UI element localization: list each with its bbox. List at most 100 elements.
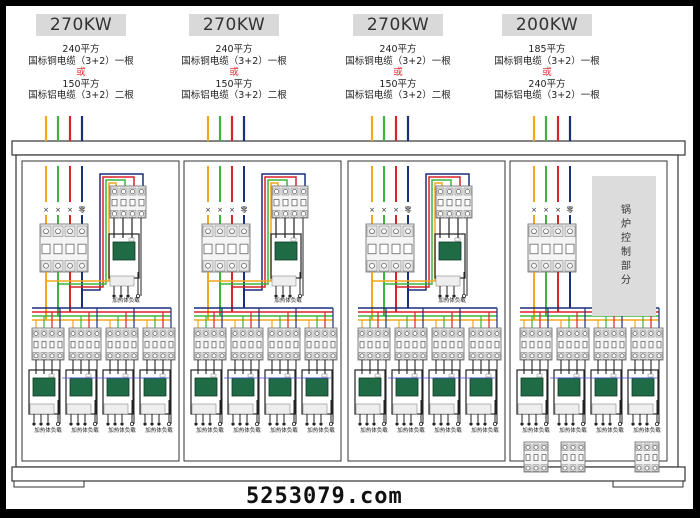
phase-mark: 零 (405, 206, 412, 214)
breaker-lever (203, 243, 213, 255)
contactor-display (631, 377, 655, 397)
breaker-lever (131, 341, 137, 349)
screw-icon (632, 331, 638, 336)
breaker-lever (57, 341, 63, 349)
breaker-lever (565, 243, 575, 255)
screw-icon (449, 331, 455, 336)
breaker-lever (383, 341, 389, 349)
breaker-lever (120, 199, 127, 207)
contactor-display (438, 241, 462, 261)
terminal-dot (201, 422, 205, 426)
screw-icon (314, 331, 320, 336)
contactor-display (395, 377, 419, 397)
screw-icon (494, 353, 500, 359)
breaker-lever (219, 341, 225, 349)
contactor-display (32, 377, 56, 397)
terminal-dot (564, 422, 568, 426)
screw-icon (437, 211, 444, 217)
breaker-lever (107, 341, 113, 349)
indicator (610, 373, 617, 378)
indicator (454, 237, 461, 242)
phase-mark: × (393, 206, 399, 214)
contactor-display (594, 377, 618, 397)
breaker-lever (359, 341, 365, 349)
terminal-dot (238, 422, 242, 426)
screw-icon (322, 353, 328, 359)
screw-icon (555, 263, 561, 269)
terminal-dot (381, 421, 386, 426)
screw-icon (123, 331, 129, 336)
or-label: 或 (393, 67, 403, 78)
screw-icon (269, 331, 275, 336)
contactor-display (432, 377, 456, 397)
control-wire (57, 179, 126, 285)
screw-icon (94, 353, 100, 359)
screw-icon (78, 353, 84, 359)
breaker-lever (603, 341, 609, 349)
load-terminal-block (271, 275, 297, 287)
breaker-lever (470, 341, 476, 349)
terminal-dot (135, 293, 140, 298)
feed-column-2: 270KW 240平方 国标铜电缆（3+2）一根 或 150平方 国标铝电缆（3… (154, 14, 314, 102)
load-label: 加热体负载 (34, 428, 62, 434)
screw-icon (41, 353, 47, 359)
breaker-lever (215, 243, 225, 255)
screw-icon (531, 263, 537, 269)
cable-size-2: 150平方 (215, 78, 253, 90)
terminal-dot (245, 422, 249, 426)
breaker-lever (152, 341, 158, 349)
breaker-lever (240, 341, 246, 349)
indicator (411, 373, 418, 378)
load-label: 加热体负载 (233, 428, 261, 434)
breaker-lever (211, 341, 217, 349)
terminal-dot (438, 294, 442, 298)
load-terminal-block (265, 403, 291, 415)
screw-icon (611, 331, 617, 336)
or-label: 或 (76, 67, 86, 78)
breaker-lever (391, 243, 401, 255)
screw-icon (269, 353, 275, 359)
screw-icon (217, 263, 223, 269)
breaker-lever (227, 243, 237, 255)
cabinet-foot-left (13, 480, 85, 488)
terminal-dot (571, 422, 575, 426)
screw-icon (129, 188, 136, 195)
breaker-lever (293, 341, 299, 349)
breaker-lever (486, 341, 492, 349)
load-terminal-block (466, 403, 492, 415)
breaker-lever (111, 199, 118, 207)
indicator (573, 373, 580, 378)
breaker-lever (648, 341, 654, 349)
load-label: 加热体负载 (596, 428, 624, 434)
screw-icon (160, 353, 166, 359)
breaker-lever (441, 341, 447, 349)
screw-icon (470, 331, 476, 336)
phase-mark: × (229, 206, 235, 214)
load-terminal-block (140, 403, 166, 415)
breaker-lever (529, 341, 535, 349)
screw-icon (67, 228, 73, 234)
screw-icon (300, 188, 307, 195)
screw-icon (168, 331, 174, 336)
terminal-dot (150, 422, 154, 426)
screw-icon (86, 331, 92, 336)
screw-icon (470, 353, 476, 359)
terminal-dot (254, 421, 259, 426)
terminal-dot (83, 422, 87, 426)
phase-mark: 零 (79, 206, 86, 214)
screw-icon (525, 444, 531, 450)
screw-icon (412, 331, 418, 336)
terminal-dot (39, 422, 43, 426)
breaker-lever (144, 341, 150, 349)
phase-mark: × (381, 206, 387, 214)
screw-icon (120, 211, 127, 217)
indicator (128, 237, 135, 242)
breaker-lever (41, 341, 47, 349)
indicator (48, 373, 55, 378)
breaker-lever (195, 341, 201, 349)
screw-icon (644, 465, 650, 471)
indicator (321, 373, 328, 378)
screw-icon (446, 211, 453, 217)
screw-icon (293, 331, 299, 336)
breaker-lever (65, 243, 75, 255)
